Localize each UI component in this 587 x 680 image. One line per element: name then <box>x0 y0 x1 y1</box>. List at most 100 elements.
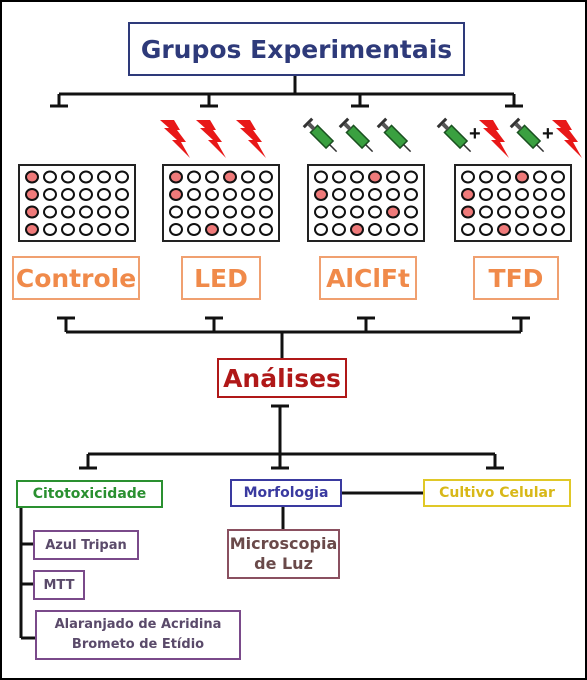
well <box>98 224 110 235</box>
well <box>480 189 492 200</box>
well-red <box>498 224 510 235</box>
well <box>498 172 510 183</box>
microscopia-label: Microscopia <box>230 534 338 554</box>
syringe-icon <box>377 118 415 156</box>
well <box>242 189 254 200</box>
well <box>260 172 272 183</box>
well <box>462 172 474 183</box>
syringe-icon <box>339 118 377 156</box>
well <box>405 207 417 218</box>
well <box>498 189 510 200</box>
morfologia-label: Morfologia <box>244 485 329 501</box>
well <box>462 224 474 235</box>
treatment-icons: + + <box>2 2 585 172</box>
well <box>369 207 381 218</box>
well <box>242 207 254 218</box>
well <box>369 189 381 200</box>
alaranjado-acridina-label: Alaranjado de Acridina <box>55 615 222 635</box>
well <box>315 172 327 183</box>
analises-label: Análises <box>223 364 341 393</box>
well-grid <box>20 166 134 240</box>
well-red <box>224 172 236 183</box>
well <box>224 224 236 235</box>
lightning-bolt-icon <box>236 120 266 158</box>
de-luz-label: de Luz <box>254 554 313 574</box>
cultivo-celular-box: Cultivo Celular <box>423 479 571 507</box>
well <box>170 224 182 235</box>
group-label-text: TFD <box>489 264 544 293</box>
plus-sign: + <box>542 123 554 145</box>
azul-tripan-box: Azul Tripan <box>33 530 139 560</box>
well <box>44 224 56 235</box>
group-label-text: LED <box>194 264 248 293</box>
well-red <box>26 189 38 200</box>
citotoxicidade-label: Citotoxicidade <box>33 486 147 502</box>
well-red <box>170 172 182 183</box>
well-red <box>206 224 218 235</box>
well <box>552 207 564 218</box>
well-red <box>26 172 38 183</box>
well-red <box>351 224 363 235</box>
lightning-bolt-icon <box>552 120 582 158</box>
group-label-tfd: TFD <box>473 256 559 300</box>
alaranjado-acridina-box: Alaranjado de Acridina Brometo de Etídio <box>35 610 241 660</box>
well <box>260 207 272 218</box>
well <box>516 189 528 200</box>
well <box>552 189 564 200</box>
well <box>387 224 399 235</box>
well-plate-alclft <box>307 164 425 242</box>
well <box>242 172 254 183</box>
well <box>62 224 74 235</box>
well <box>351 172 363 183</box>
well <box>116 189 128 200</box>
well-red <box>315 189 327 200</box>
well <box>116 172 128 183</box>
well <box>333 207 345 218</box>
well-red <box>170 189 182 200</box>
well <box>116 224 128 235</box>
well-grid <box>456 166 570 240</box>
well <box>315 224 327 235</box>
well <box>552 172 564 183</box>
well <box>242 224 254 235</box>
well-red <box>516 172 528 183</box>
well <box>188 189 200 200</box>
group-label-controle: Controle <box>12 256 140 300</box>
well <box>516 224 528 235</box>
well <box>62 172 74 183</box>
well <box>333 172 345 183</box>
well <box>351 189 363 200</box>
well-red <box>26 207 38 218</box>
well <box>206 207 218 218</box>
well <box>224 207 236 218</box>
group-label-alclft: AlClFt <box>319 256 417 300</box>
citotoxicidade-box: Citotoxicidade <box>16 480 163 508</box>
morfologia-box: Morfologia <box>230 479 342 507</box>
well <box>516 207 528 218</box>
well <box>480 224 492 235</box>
well <box>44 172 56 183</box>
well <box>188 172 200 183</box>
well <box>206 172 218 183</box>
well <box>188 207 200 218</box>
group-label-text: AlClFt <box>326 264 410 293</box>
well <box>80 207 92 218</box>
microscopia-de-luz-box: Microscopia de Luz <box>227 529 340 579</box>
well-red <box>462 207 474 218</box>
well <box>534 172 546 183</box>
well <box>387 172 399 183</box>
plus-sign: + <box>469 123 481 145</box>
well <box>260 224 272 235</box>
well <box>534 207 546 218</box>
well <box>534 189 546 200</box>
brometo-etidio-label: Brometo de Etídio <box>72 635 204 655</box>
well <box>260 189 272 200</box>
well <box>62 207 74 218</box>
well <box>98 207 110 218</box>
well <box>62 189 74 200</box>
well <box>552 224 564 235</box>
well <box>44 207 56 218</box>
well <box>44 189 56 200</box>
well <box>387 189 399 200</box>
